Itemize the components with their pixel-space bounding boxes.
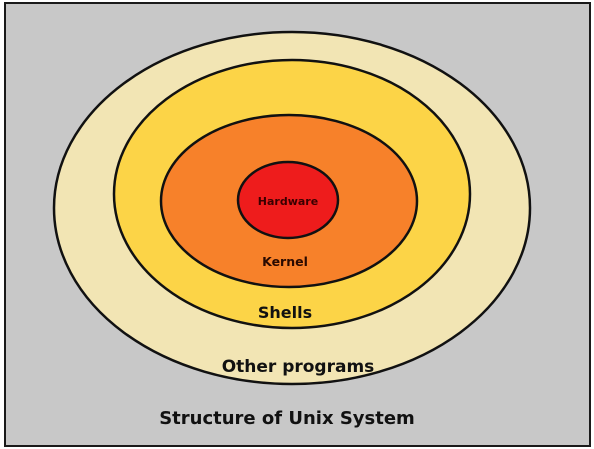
hardware-label: Hardware [258,195,318,208]
other-programs-label: Other programs [222,357,375,377]
kernel-label: Kernel [262,254,308,269]
diagram-caption: Structure of Unix System [159,408,415,429]
hardware-core [236,160,340,240]
shells-label: Shells [258,303,312,322]
